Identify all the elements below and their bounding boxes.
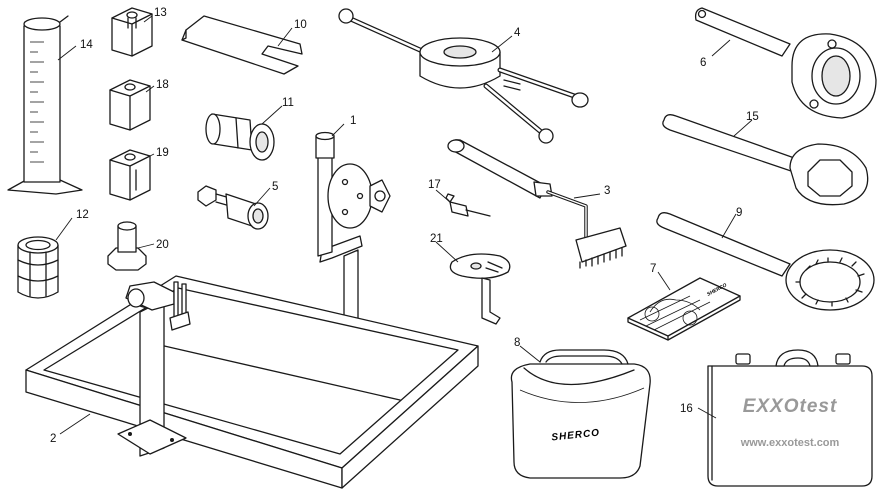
callout-18: 18 (156, 79, 169, 91)
drip-tray (25, 275, 479, 489)
callout-20: 20 (156, 239, 169, 251)
clamp-block-18 (109, 79, 151, 131)
ring-spanner-octagon (662, 114, 869, 206)
callout-1: 1 (350, 115, 356, 127)
callout-11: 11 (282, 97, 294, 109)
callout-15: 15 (746, 111, 759, 123)
case-url: www.exxotest.com (740, 437, 840, 449)
bag-logo: SHERCO (551, 427, 601, 443)
mounting-bracket (449, 253, 511, 325)
callout-9: 9 (736, 207, 742, 219)
socket-tool (205, 113, 275, 161)
yoke-puller (338, 8, 589, 144)
tool-bag (510, 349, 651, 479)
callout-numbers: 1 2 3 4 5 6 7 8 9 10 11 12 13 14 15 16 1… (50, 7, 759, 445)
callout-5: 5 (272, 181, 278, 193)
callout-16: 16 (680, 403, 693, 415)
callout-14: 14 (80, 39, 93, 51)
pin-spanner (694, 7, 877, 119)
hex-adapter (107, 221, 147, 271)
callout-21: 21 (430, 233, 443, 245)
callout-7: 7 (650, 263, 656, 275)
split-sleeve (17, 236, 59, 299)
callout-17: 17 (428, 179, 441, 191)
clamp-block-13 (111, 7, 153, 57)
test-pin (445, 193, 491, 217)
puller-screw (197, 185, 269, 230)
leader-lines (55, 15, 753, 435)
callout-12: 12 (76, 209, 89, 221)
callout-4: 4 (514, 27, 521, 39)
measuring-cylinder (7, 15, 83, 195)
clamp-block-19 (109, 149, 151, 201)
callout-13: 13 (154, 7, 167, 19)
owners-manual (627, 277, 741, 341)
callout-2: 2 (50, 433, 56, 445)
ring-spanner-toothed (656, 212, 875, 311)
callout-6: 6 (700, 57, 706, 69)
callout-3: 3 (604, 185, 610, 197)
tool-case (707, 349, 873, 487)
case-logo: EXXOtest (743, 396, 838, 417)
locking-tool-handle (447, 139, 627, 269)
flat-plate (181, 15, 303, 75)
callout-19: 19 (156, 147, 169, 159)
callout-8: 8 (514, 337, 520, 349)
callout-10: 10 (294, 19, 307, 31)
